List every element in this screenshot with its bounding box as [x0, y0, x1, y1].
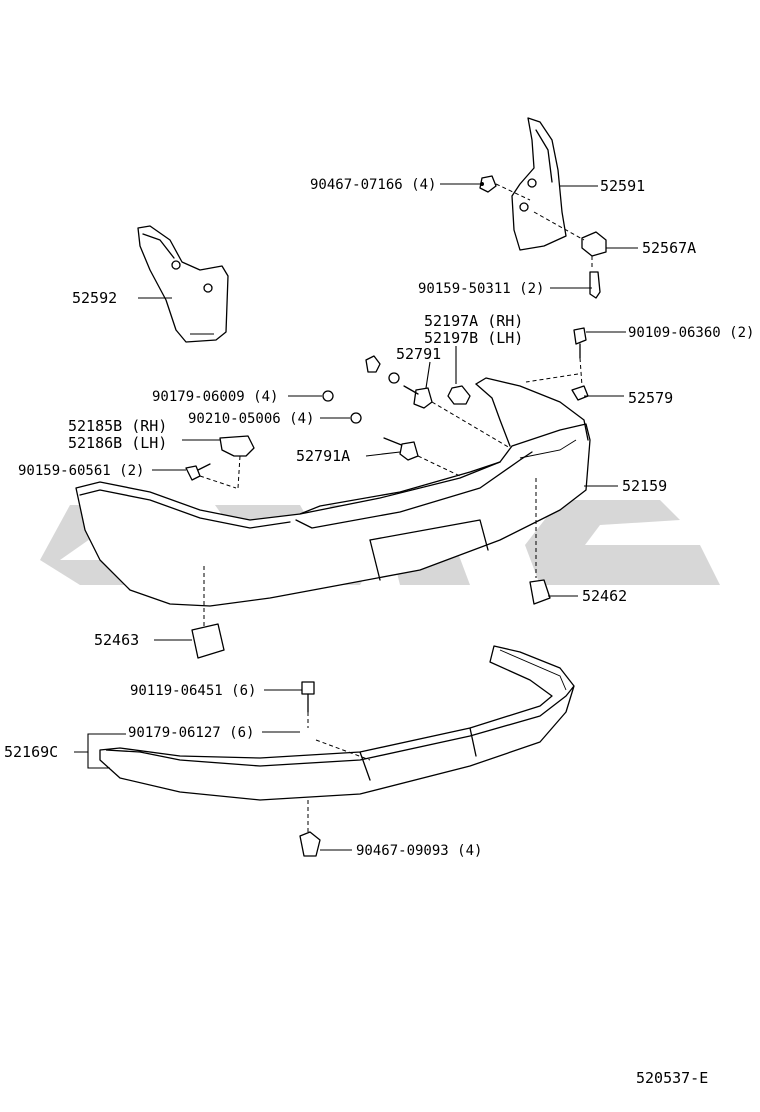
clip-52567A	[581, 231, 607, 257]
label-90467-07166: 90467-07166 (4)	[310, 177, 436, 193]
label-52791A: 52791A	[296, 447, 350, 465]
label-90119-06451: 90119-06451 (6)	[130, 683, 256, 699]
lower-spoiler-52169C	[99, 645, 575, 801]
pad-52463	[191, 623, 225, 659]
label-52159: 52159	[622, 477, 667, 495]
spacer-52791	[403, 385, 433, 409]
label-52579: 52579	[628, 389, 673, 407]
bracket-52197	[447, 385, 471, 405]
label-52197A: 52197A (RH)	[424, 312, 523, 330]
leader-lines	[74, 182, 638, 851]
label-52567A: 52567A	[642, 239, 696, 257]
bumper-cover-52159	[75, 377, 591, 607]
mudguard-52592	[137, 225, 229, 343]
label-52592: 52592	[72, 289, 117, 307]
label-52185B: 52185B (RH)	[68, 417, 167, 435]
label-90179-06127: 90179-06127 (6)	[128, 725, 254, 741]
label-52197B: 52197B (LH)	[424, 329, 523, 347]
label-52462: 52462	[582, 587, 627, 605]
label-52186B: 52186B (LH)	[68, 434, 167, 452]
label-90159-50311: 90159-50311 (2)	[418, 281, 544, 297]
pad-52462	[529, 579, 551, 605]
label-90109-06360: 90109-06360 (2)	[628, 325, 754, 341]
retainer-52185B	[219, 435, 255, 457]
label-90467-09093: 90467-09093 (4)	[356, 843, 482, 859]
label-90159-60561: 90159-60561 (2)	[18, 463, 144, 479]
label-52591: 52591	[600, 177, 645, 195]
label-52169C: 52169C	[4, 743, 58, 761]
label-90210-05006: 90210-05006 (4)	[188, 411, 314, 427]
dashed-connectors	[199, 183, 593, 832]
fasteners	[185, 175, 601, 857]
label-90179-06009: 90179-06009 (4)	[152, 389, 278, 405]
label-52463: 52463	[94, 631, 139, 649]
diagram-code: 520537-E	[636, 1069, 708, 1087]
label-52791: 52791	[396, 345, 441, 363]
part-labels: 90467-07166 (4) 52591 52567A 90159-50311…	[4, 177, 754, 1087]
spacer-52791A	[383, 437, 419, 461]
mudguard-52591	[511, 117, 567, 251]
